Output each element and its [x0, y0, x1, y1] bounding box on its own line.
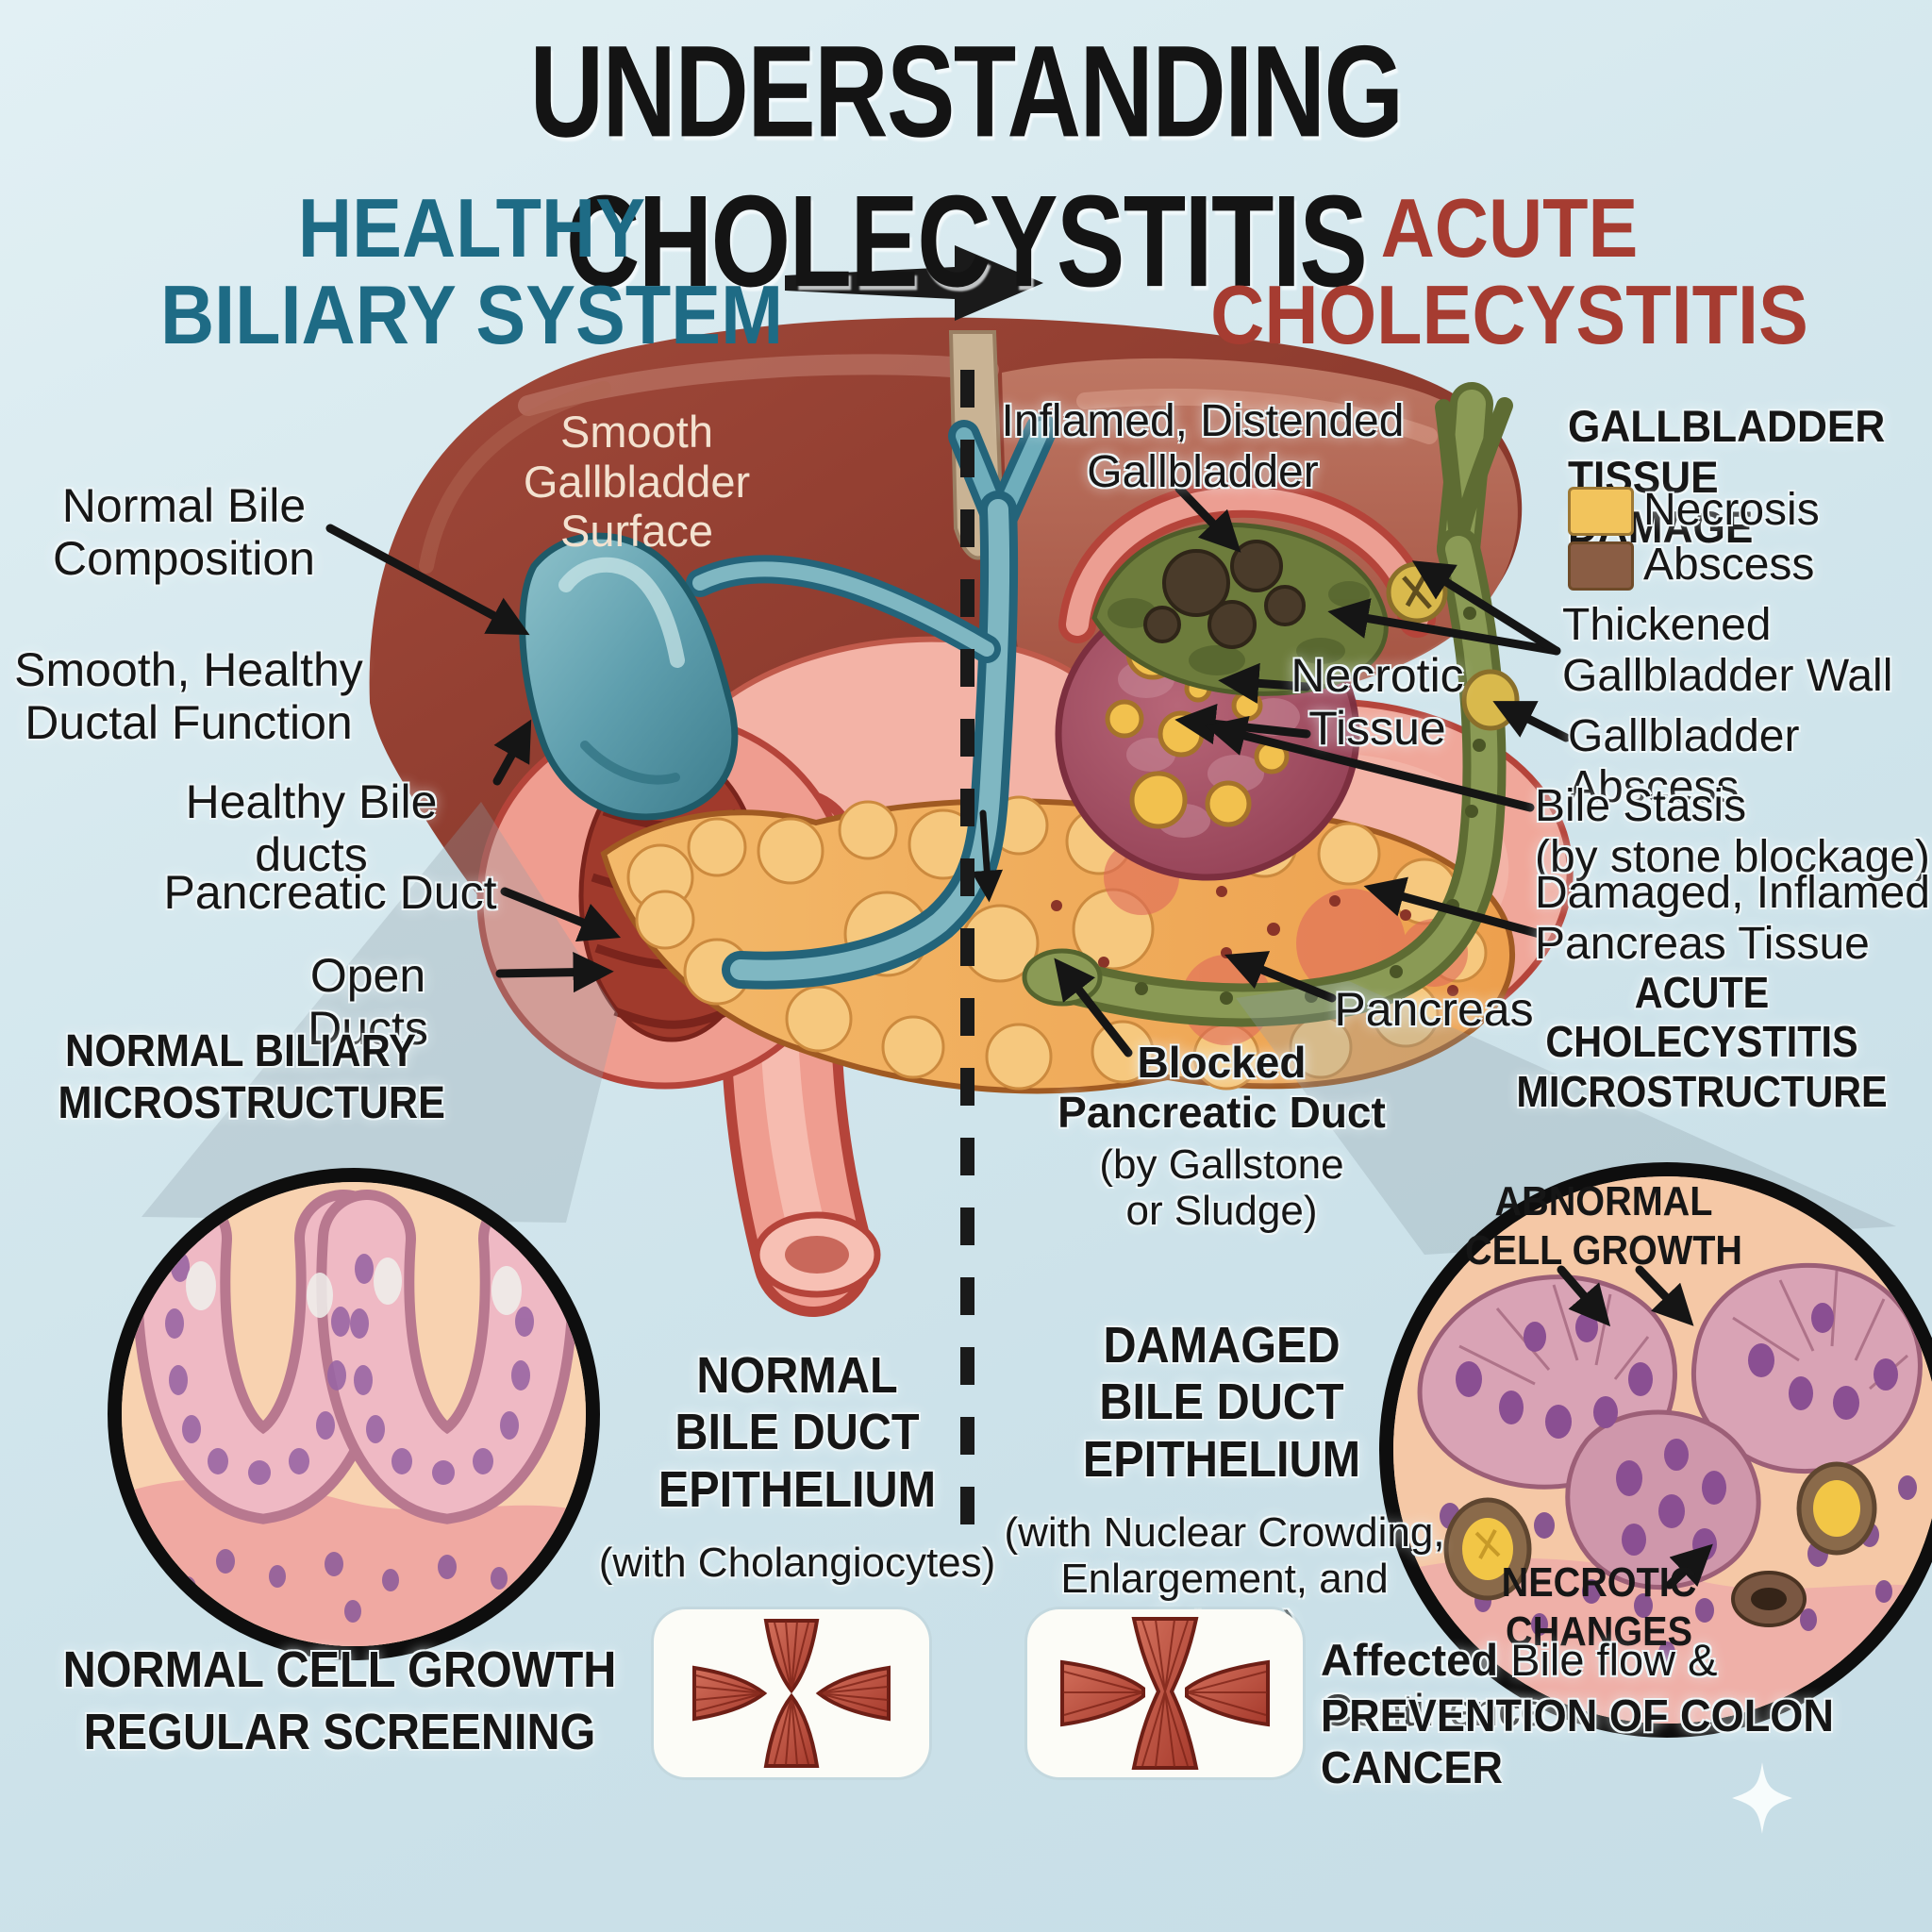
label-thickened-wall: Thickened Gallbladder Wall [1562, 600, 1893, 701]
healthy-section-heading: HEALTHY BILIARY SYSTEM [159, 181, 784, 362]
label-pancreas: Pancreas [1334, 983, 1534, 1036]
necrotic-blob [1731, 1571, 1807, 1627]
gallstones [1143, 540, 1306, 649]
microstone-right [1796, 1461, 1877, 1556]
divider-dashed-line [960, 370, 974, 1540]
caption-damaged-epithelium: DAMAGED BILE DUCT EPITHELIUM [1082, 1317, 1361, 1488]
healthy-gallbladder-shape [519, 413, 1058, 990]
blocked-duct-cross-icon [1060, 1617, 1270, 1770]
note-normal-cell-growth: NORMAL CELL GROWTH REGULAR SCREENING [62, 1641, 617, 1760]
transition-arrow [785, 245, 1043, 321]
label-healthy-bile-ducts: Healthy Bile ducts [185, 775, 438, 881]
microstone-left [1443, 1497, 1532, 1601]
label-blocked-duct-cause: (by Gallstone or Sludge) [1099, 1141, 1344, 1235]
label-smooth-gallbladder-surface: Smooth Gallbladder Surface [523, 407, 751, 557]
normal-epithelium-art [122, 1182, 586, 1646]
caption-normal-epithelium-sub: (with Cholangiocytes) [598, 1540, 996, 1586]
normal-duct-tile [654, 1609, 929, 1777]
normal-duct-cross-icon [692, 1619, 891, 1768]
legend-swatch-necrosis [1568, 487, 1634, 536]
label-gallbladder-abscess: Gallbladder Abscess [1568, 711, 1800, 812]
caption-normal-epithelium: NORMAL BILE DUCT EPITHELIUM [658, 1347, 937, 1518]
legend-label-necrosis: Necrosis [1643, 485, 1820, 535]
label-abnormal-cell-growth: ABNORMAL CELL GROWTH [1464, 1178, 1743, 1274]
label-ductal-function: Smooth, Healthy Ductal Function [14, 643, 363, 749]
note-affected-bile-flow: Affected Bile flow & Continence [1321, 1635, 1932, 1735]
legend-label-abscess: Abscess [1643, 540, 1815, 590]
label-necrotic-tissue: Necrotic Tissue [1291, 649, 1464, 755]
affected-bold: Affected [1321, 1635, 1499, 1685]
label-pancreatic-duct: Pancreatic Duct [163, 866, 497, 919]
damaged-epithelium-art [1393, 1176, 1932, 1724]
label-normal-bile-composition: Normal Bile Composition [53, 479, 315, 585]
note-prevention: PREVENTION OF COLON CANCER [1321, 1691, 1834, 1793]
legend-swatch-abscess [1568, 541, 1634, 591]
acute-section-heading: ACUTE CHOLECYSTITIS [1210, 181, 1808, 362]
label-open-ducts: Open Ducts [308, 949, 428, 1055]
page-title: UNDERSTANDING CHOLECYSTITIS [529, 19, 1405, 315]
label-damaged-pancreas: Damaged, Inflamed Pancreas Tissue [1535, 868, 1930, 969]
blocked-duct-tile [1027, 1609, 1303, 1777]
label-bile-stasis: Bile Stasis (by stone blockage) [1535, 781, 1930, 882]
heading-acute-microstructure: ACUTE CHOLECYSTITIS MICROSTRUCTURE [1516, 968, 1888, 1116]
heading-normal-biliary-microstructure: NORMAL BILIARY MICROSTRUCTURE [58, 1026, 445, 1128]
left-zoom-beam [142, 802, 618, 1223]
label-necrotic-changes: NECROTIC CHANGES [1501, 1559, 1697, 1655]
label-inflamed-gallbladder: Inflamed, Distended Gallbladder [1001, 396, 1405, 497]
affected-rest: Bile flow & Continence [1321, 1635, 1718, 1735]
label-blocked-duct: Blocked Pancreatic Duct [1058, 1038, 1386, 1137]
sparkle-icon [1732, 1762, 1792, 1834]
